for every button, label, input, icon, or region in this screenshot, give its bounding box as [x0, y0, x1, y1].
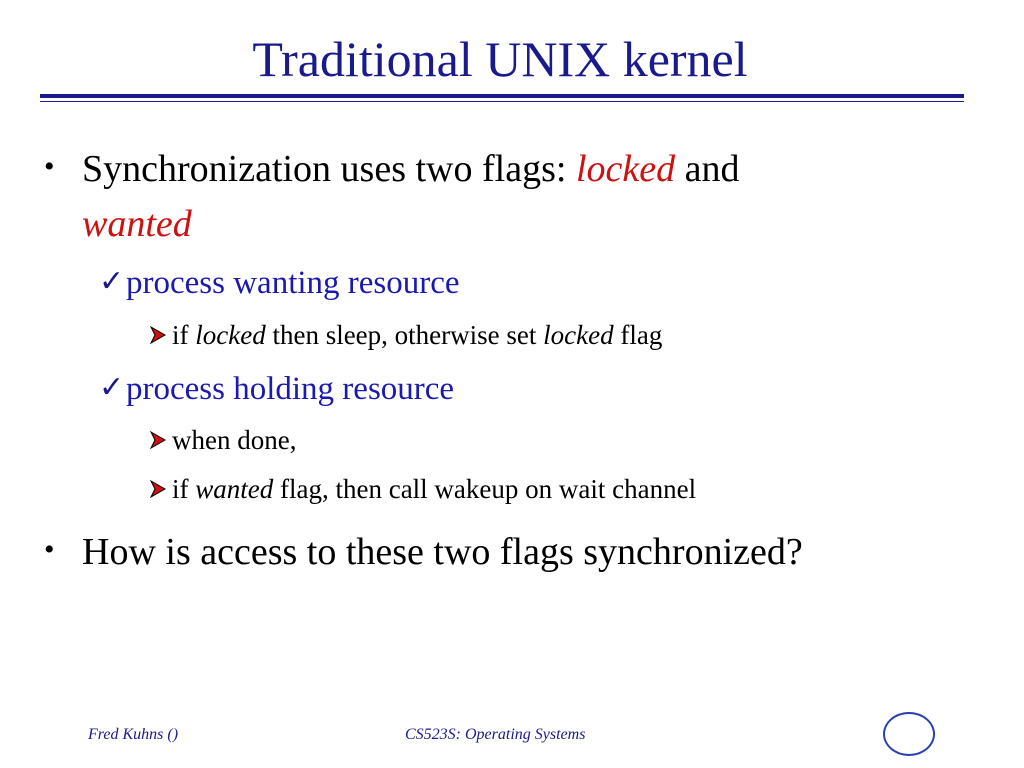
bullet-1-wanted: wanted	[82, 203, 192, 245]
footer-course: CS523S: Operating Systems	[405, 726, 586, 743]
sub-1-item-locked-b: locked	[543, 320, 614, 350]
sub-2-item-2-wanted: wanted	[195, 474, 274, 504]
checkmark-icon: ✓	[99, 371, 125, 404]
bullet-1-line-2: wanted	[82, 205, 192, 243]
right-arrow-icon	[149, 430, 167, 450]
sub-1-item-text-a: if	[172, 320, 196, 350]
sub-1-item-text-c: flag	[613, 320, 663, 350]
sub-2-text: process holding resource	[126, 371, 455, 407]
sub-1-text: process wanting resource	[126, 265, 460, 301]
sub-1-item-locked-a: locked	[195, 320, 266, 350]
bullet-dot-icon: •	[44, 150, 55, 183]
title-rule-thick	[40, 94, 964, 98]
sub-1-item-text-b: then sleep, otherwise set	[265, 320, 544, 350]
slide-title: Traditional UNIX kernel	[252, 31, 748, 87]
sub-2-item-2-text-a: if	[172, 474, 196, 504]
right-arrow-icon	[149, 479, 167, 499]
checkmark-icon: ✓	[99, 265, 125, 298]
circle-logo-icon	[883, 712, 935, 756]
title-rule-thin	[40, 101, 964, 102]
footer-author: Fred Kuhns ()	[88, 726, 179, 743]
sub-2-item-2-text: if wanted flag, then call wakeup on wait…	[172, 476, 696, 503]
bullet-2-text: How is access to these two flags synchro…	[82, 531, 803, 573]
bullet-1-text-a: Synchronization uses two flags:	[82, 148, 576, 190]
right-arrow-icon	[149, 325, 167, 345]
sub-2-item-2-text-b: flag, then call wakeup on wait channel	[273, 474, 697, 504]
bullet-1-line-1: Synchronization uses two flags: locked a…	[82, 150, 739, 188]
bullet-1-text-b: and	[675, 148, 740, 190]
bullet-1-locked: locked	[575, 148, 676, 190]
sub-1-item-text: if locked then sleep, otherwise set lock…	[172, 322, 662, 349]
sub-2-item-1-text: when done,	[172, 425, 297, 455]
bullet-dot-icon: •	[44, 533, 55, 566]
